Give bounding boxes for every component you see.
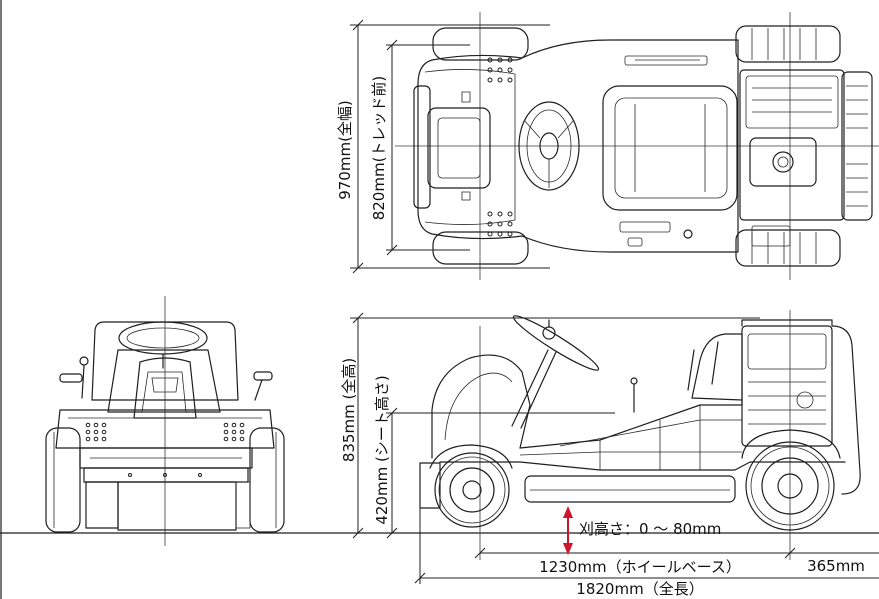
side-view-hood — [431, 354, 531, 459]
top-view-steering-wheel — [518, 101, 580, 191]
cutting-height-arrow — [563, 506, 573, 555]
side-view-front-fender — [429, 444, 513, 469]
top-view-vent-dots — [487, 57, 513, 237]
side-view-engine — [741, 319, 833, 447]
overall-height-label: 835mm (全高) — [340, 358, 358, 462]
front-view-levers — [59, 356, 273, 401]
front-view-seat-back — [91, 321, 239, 401]
cutting-height-label: 刈高さ：0 ～ 80mm — [579, 520, 721, 538]
side-view-rear-frame — [831, 325, 861, 495]
seat-height-label: 420mm (シート高さ) — [373, 375, 391, 524]
side-view-drawing — [419, 310, 861, 560]
front-view-vent-dots — [85, 422, 245, 442]
top-view-body-outline — [417, 39, 739, 253]
wheelbase-label: 1230mm（ホイールベース） — [539, 558, 741, 576]
top-view-rear-grille — [841, 71, 873, 221]
front-view-dash-panel — [133, 357, 197, 419]
top-view-wheels — [432, 25, 841, 267]
side-view-rear-fender — [741, 429, 841, 459]
front-view-drawing — [45, 296, 285, 546]
side-view-steering — [511, 315, 600, 429]
top-view-engine-area — [739, 69, 845, 247]
overall-length-label: 1820mm（全長） — [576, 580, 703, 598]
side-view-chassis — [439, 461, 846, 471]
side-view-levers — [630, 341, 719, 413]
front-view-deck-front-plate — [117, 481, 237, 531]
side-view-seat — [691, 333, 743, 406]
top-view-controls — [619, 55, 708, 247]
rear-overhang-label: 365mm — [807, 557, 865, 575]
top-view-seat — [602, 85, 738, 211]
dimension-lines — [350, 19, 879, 584]
side-view-rear-wheel — [745, 441, 835, 531]
top-view-fuel-cap — [772, 151, 794, 173]
front-view-body — [55, 409, 275, 449]
top-view-drawing — [395, 12, 879, 280]
front-view-upper-body — [107, 349, 221, 413]
top-view-front-bumper — [413, 85, 431, 209]
tread-front-label: 820mm(トレッド前) — [370, 76, 388, 221]
front-view-steering-wheel — [118, 321, 208, 355]
overall-width-label: 970mm(全幅) — [336, 100, 354, 200]
side-view-mower-deck — [524, 475, 736, 503]
front-view-right-wheel — [249, 427, 285, 533]
side-view-front-wheel — [434, 452, 510, 528]
top-view-hood — [424, 69, 516, 225]
top-view-steering-column-block — [427, 107, 491, 189]
front-view-left-wheel — [45, 427, 81, 533]
